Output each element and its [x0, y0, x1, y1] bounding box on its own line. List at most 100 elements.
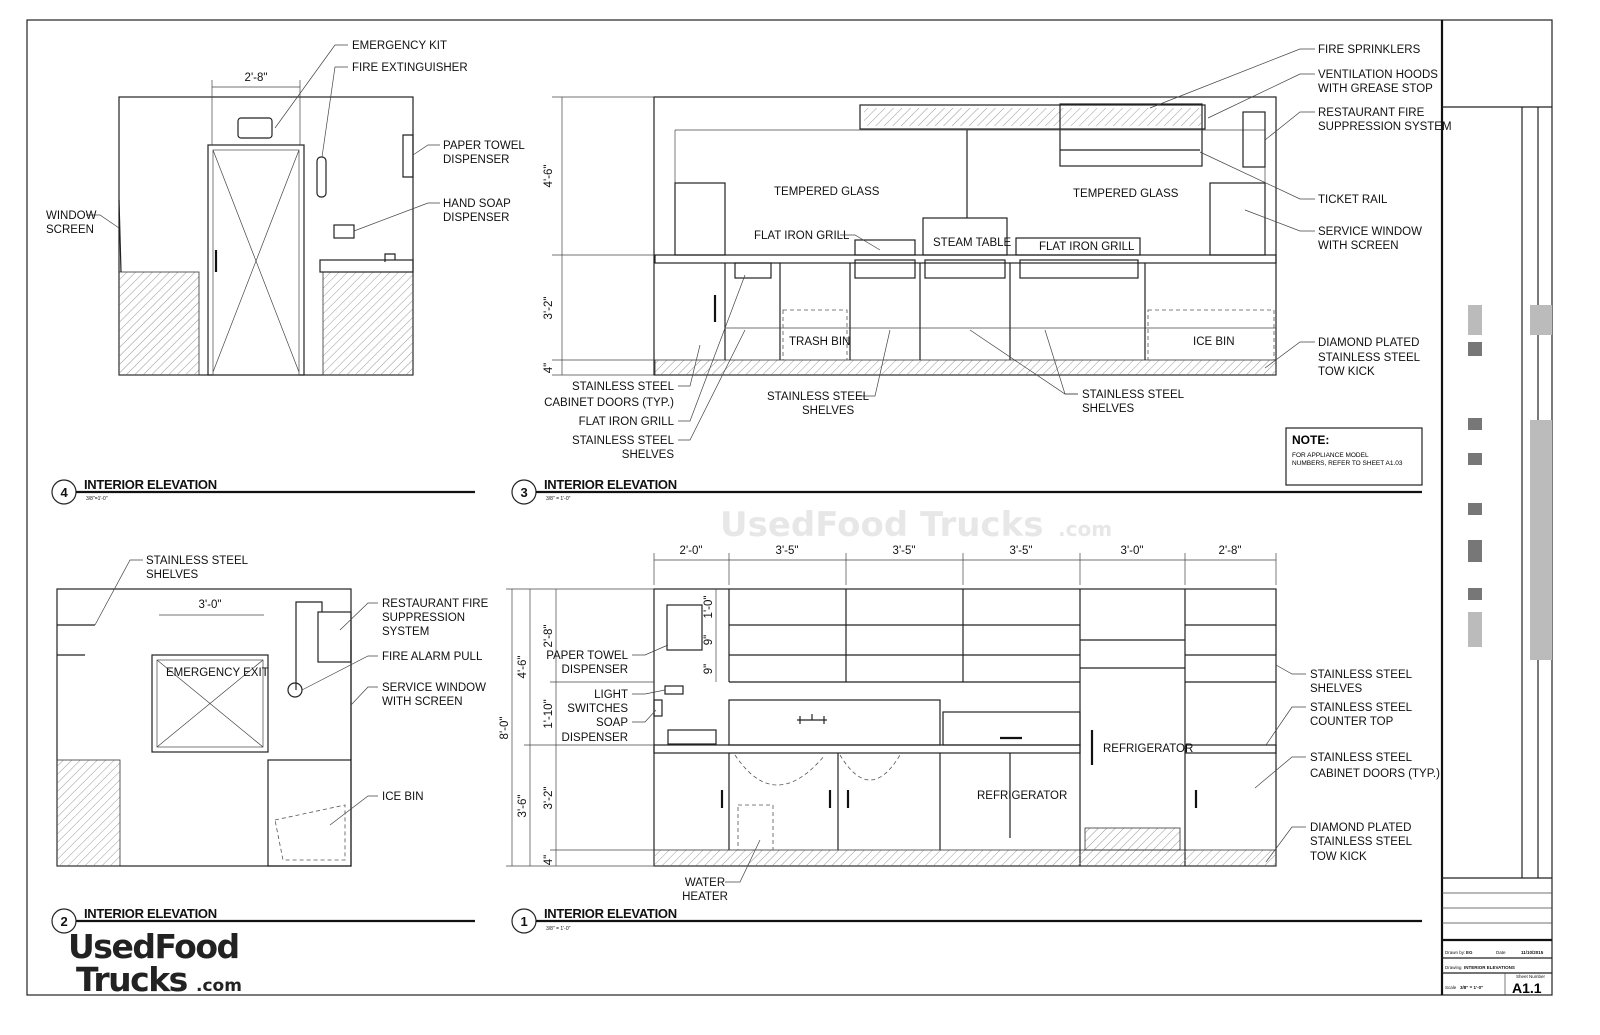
label-emergency-exit: EMERGENCY EXIT	[166, 667, 269, 679]
svg-text:UsedFood: UsedFood	[68, 927, 239, 966]
date-value: 11/10/2015	[1521, 950, 1544, 955]
drawn-by-value: EG	[1466, 950, 1473, 955]
soap-dispenser-icon	[653, 699, 663, 717]
label-flat-iron-grill-left: FLAT IRON GRILL	[754, 230, 850, 242]
elevation-view-3: 4'-6" 3'-2" 4" TEMPERED GLASS TEMPERED G…	[511, 44, 1452, 505]
door	[207, 144, 305, 376]
view-number-1: 1	[521, 914, 528, 929]
label-emergency-kit: EMERGENCY KIT	[352, 40, 447, 52]
label-tempered-glass-right: TEMPERED GLASS	[1073, 188, 1179, 200]
dimension-kick: 4"	[543, 855, 555, 865]
dimension-lower: 3'-6"	[517, 795, 529, 818]
dimension-backsplash: 1'-10"	[543, 699, 555, 728]
emergency-kit-icon	[237, 117, 273, 139]
label-refrigerator-tall: REFRIGERATOR	[1103, 743, 1193, 755]
view-title-4: INTERIOR ELEVATION	[84, 477, 217, 492]
label-trash-bin: TRASH BIN	[789, 336, 850, 348]
ventilation-hood	[859, 104, 1206, 130]
counter-top	[654, 254, 1277, 264]
dimension-door-width: 2'-8"	[245, 72, 268, 84]
dimension-top: 3'-5"	[776, 545, 799, 557]
label-flat-iron-grill-callout: FLAT IRON GRILL	[579, 416, 675, 428]
view-title-3: INTERIOR ELEVATION	[544, 477, 677, 492]
soap-dispenser-icon	[333, 224, 355, 239]
svg-text:NOTE:: NOTE:	[1292, 433, 1329, 447]
svg-text:NUMBERS, REFER TO SHEET A1.03: NUMBERS, REFER TO SHEET A1.03	[1292, 460, 1403, 467]
svg-text:Drawing: Drawing	[1445, 965, 1462, 970]
label-flat-iron-grill-right: FLAT IRON GRILL	[1039, 241, 1135, 253]
label-ice-bin: ICE BIN	[382, 791, 424, 803]
svg-text:.com: .com	[1058, 517, 1112, 541]
svg-text:FOR APPLIANCE MODEL: FOR APPLIANCE MODEL	[1292, 452, 1369, 459]
paper-towel-dispenser-icon	[666, 604, 703, 651]
note-box: NOTE: FOR APPLIANCE MODEL NUMBERS, REFER…	[1285, 427, 1423, 486]
dimension-upper: 4'-6"	[517, 656, 529, 679]
label-fire-extinguisher: FIRE EXTINGUISHER	[352, 62, 468, 74]
hand-sink	[667, 729, 717, 745]
svg-text:UsedFood: UsedFood	[720, 505, 908, 545]
dimension-cabinet: 3'-2"	[543, 787, 555, 810]
dimension-shelf-spacing: 9"	[703, 635, 715, 645]
label-refrigerator-under: REFRIGERATOR	[977, 790, 1067, 802]
label-fire-sprinklers: FIRE SPRINKLERS	[1318, 44, 1421, 56]
dimension-shelf-spacing: 9"	[703, 664, 715, 674]
usedfoodtrucks-logo: UsedFood Trucks .com	[68, 927, 242, 999]
elevation-view-4: 2'-8" EMERGENCY KIT FIRE EXTINGUISHER PA…	[46, 40, 525, 505]
sheet-number-value: A1.1	[1512, 980, 1542, 996]
ice-bin	[274, 804, 346, 861]
watermark: UsedFood Trucks .com	[720, 505, 1112, 545]
paper-towel-dispenser-icon	[402, 134, 414, 178]
dimension-exit-width: 3'-0"	[199, 599, 222, 611]
fire-alarm-pull-icon	[287, 682, 303, 698]
dimension-shelves: 2'-8"	[543, 625, 555, 648]
view-scale-3: 3/8" = 1'-0"	[546, 496, 571, 502]
label-ice-bin: ICE BIN	[1193, 336, 1235, 348]
dimension-upper: 4'-6"	[543, 165, 555, 188]
faucet-icon	[384, 253, 396, 262]
dimension-top: 2'-8"	[1219, 545, 1242, 557]
view-number-4: 4	[61, 485, 69, 500]
svg-text:Trucks: Trucks	[920, 505, 1043, 545]
elevation-view-1: 2'-0" 3'-5" 3'-5" 3'-5" 3'-0" 2'-8" 8'-0…	[499, 545, 1440, 934]
view-scale-4: 3/8"=1'-0"	[86, 496, 108, 502]
label-ticket-rail: TICKET RAIL	[1318, 194, 1388, 206]
view-scale-1: 3/8" = 1'-0"	[546, 926, 571, 932]
drawing-name-value: INTERIOR ELEVATIONS	[1464, 965, 1515, 970]
svg-text:Date: Date	[1496, 950, 1506, 955]
view-number-3: 3	[521, 485, 528, 500]
fire-suppression-tank	[1242, 111, 1266, 168]
dimension-top: 3'-5"	[1010, 545, 1033, 557]
dimension-cabinet: 3'-2"	[543, 297, 555, 320]
svg-text:Trucks: Trucks	[76, 960, 188, 999]
label-steam-table: STEAM TABLE	[933, 237, 1012, 249]
svg-text:Drawn by:: Drawn by:	[1445, 950, 1465, 955]
dimension-kick: 4"	[543, 363, 555, 373]
title-block: Drawn by: EG Date 11/10/2015 Drawing INT…	[1440, 20, 1552, 996]
label-fire-alarm-pull: FIRE ALARM PULL	[382, 651, 483, 663]
scale-value: 3/8" = 1'-0"	[1460, 985, 1483, 990]
water-heater	[737, 804, 774, 851]
light-switches-icon	[664, 685, 684, 695]
fire-extinguisher-icon	[316, 156, 327, 198]
svg-text:.com: .com	[196, 976, 242, 996]
view-number-2: 2	[61, 914, 68, 929]
label-tempered-glass-left: TEMPERED GLASS	[774, 186, 880, 198]
dimension-top: 2'-0"	[680, 545, 703, 557]
dimension-shelf-spacing: 1'-0"	[703, 596, 715, 619]
